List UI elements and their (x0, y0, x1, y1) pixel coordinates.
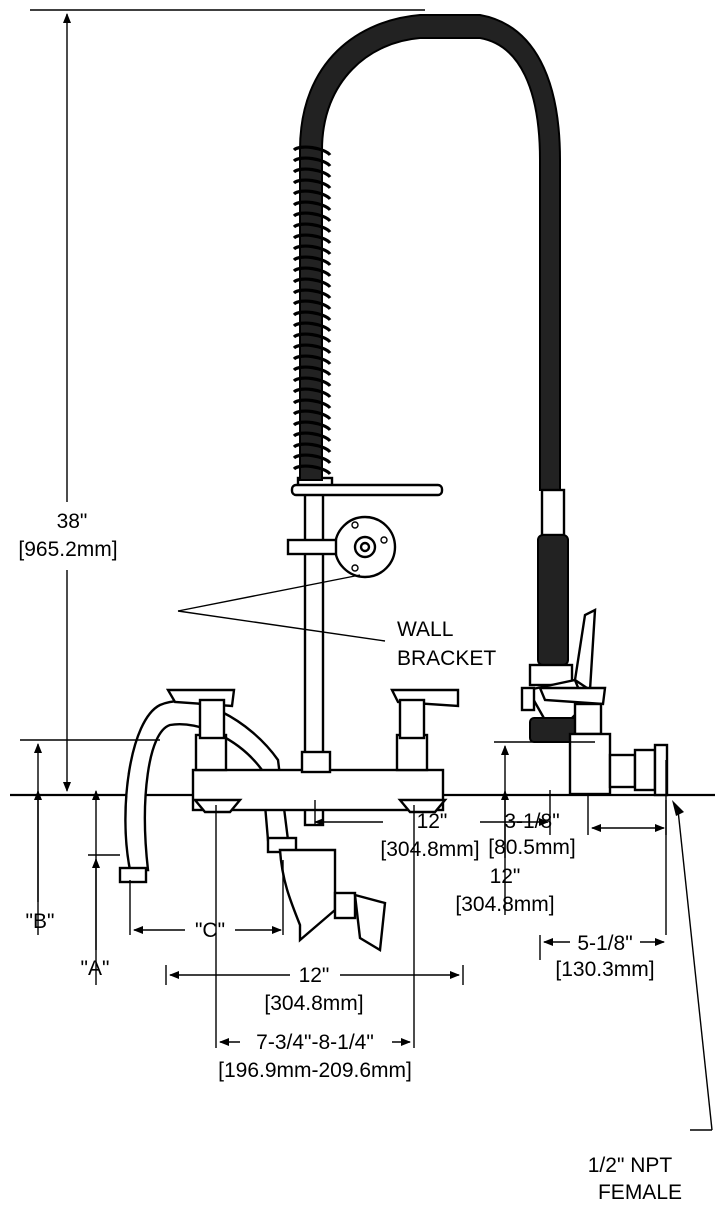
mixing-valve-body (278, 848, 387, 952)
spring-turn (292, 343, 332, 355)
spring-turn (292, 145, 332, 157)
spring-turn (292, 453, 332, 465)
hose-reach-horizontal-imperial: 12" (417, 810, 448, 833)
spring-turn (292, 431, 332, 443)
spring-turn (292, 409, 332, 421)
spring-turn (292, 442, 332, 454)
dimension-inlet-projection: 3-1/8" [80.5mm] (488, 795, 667, 859)
npt-label-line1: 1/2" NPT (588, 1154, 673, 1177)
spring-turn (292, 332, 332, 344)
valve-width-imperial: 5-1/8" (577, 932, 632, 955)
valve-width-metric: [130.3mm] (555, 958, 654, 981)
dimension-b: "B" (20, 739, 160, 935)
spring-turn (292, 244, 332, 256)
wall-bracket-label-line2: BRACKET (397, 647, 496, 670)
dimension-c: "C" (129, 860, 284, 942)
spring-turn (292, 233, 332, 245)
spring-turn (292, 189, 332, 201)
faucet-width-imperial: 12" (299, 964, 330, 987)
spring-turn (292, 255, 332, 267)
overall-height-imperial: 38" (57, 510, 88, 533)
spring-turn (292, 420, 332, 432)
spring-turn (292, 387, 332, 399)
inlet-projection-imperial: 3-1/8" (504, 810, 559, 833)
spring-coil (292, 14, 561, 491)
spring-turn (292, 167, 332, 179)
spring-turn (292, 464, 332, 476)
callout-npt-connection: 1/2" NPT FEMALE (588, 800, 713, 1204)
spring-turn (292, 299, 332, 311)
wall-bracket-label-line1: WALL (397, 618, 453, 641)
hose-reach-horizontal-metric: [304.8mm] (380, 838, 479, 861)
wall-bracket: WALL BRACKET (177, 483, 496, 670)
spring-turn (292, 398, 332, 410)
spring-turn (292, 277, 332, 289)
spring-turn (292, 156, 332, 168)
faucet-width-metric: [304.8mm] (264, 992, 363, 1015)
dimension-hose-reach-vertical: 12" [304.8mm] (455, 741, 595, 916)
spring-turn (292, 211, 332, 223)
spring-turns (292, 145, 332, 476)
dimension-valve-width: 5-1/8" [130.3mm] (539, 760, 667, 981)
dimension-overall-height: 38" [965.2mm] (18, 9, 425, 792)
dimension-hose-reach-horizontal: 12" [304.8mm] (314, 790, 551, 861)
hose-reach-vertical-metric: [304.8mm] (455, 893, 554, 916)
inlet-projection-metric: [80.5mm] (488, 836, 576, 859)
overall-height-metric: [965.2mm] (18, 538, 117, 561)
spring-turn (292, 376, 332, 388)
dim-a-label: "A" (81, 957, 110, 980)
dimension-centers: 7-3/4"-8-1/4" [196.9mm-209.6mm] (215, 805, 415, 1082)
spring-turn (292, 266, 332, 278)
spring-turn (292, 321, 332, 333)
dimension-faucet-width: 12" [304.8mm] (165, 964, 464, 1015)
spring-turn (292, 288, 332, 300)
deck-faucet-body (165, 688, 460, 814)
dimension-a: "A" (81, 790, 120, 985)
spring-turn (292, 310, 332, 322)
side-supply-valve (538, 686, 669, 797)
centers-metric: [196.9mm-209.6mm] (218, 1059, 412, 1082)
npt-label-line2: FEMALE (598, 1181, 682, 1204)
spring-turn (292, 178, 332, 190)
spring-turn (292, 365, 332, 377)
hose-reach-vertical-imperial: 12" (490, 865, 521, 888)
spring-turn (292, 354, 332, 366)
centers-imperial: 7-3/4"-8-1/4" (256, 1031, 374, 1054)
spring-turn (292, 222, 332, 234)
dim-c-label: "C" (195, 919, 225, 942)
dim-b-label: "B" (26, 910, 55, 933)
spring-turn (292, 200, 332, 212)
